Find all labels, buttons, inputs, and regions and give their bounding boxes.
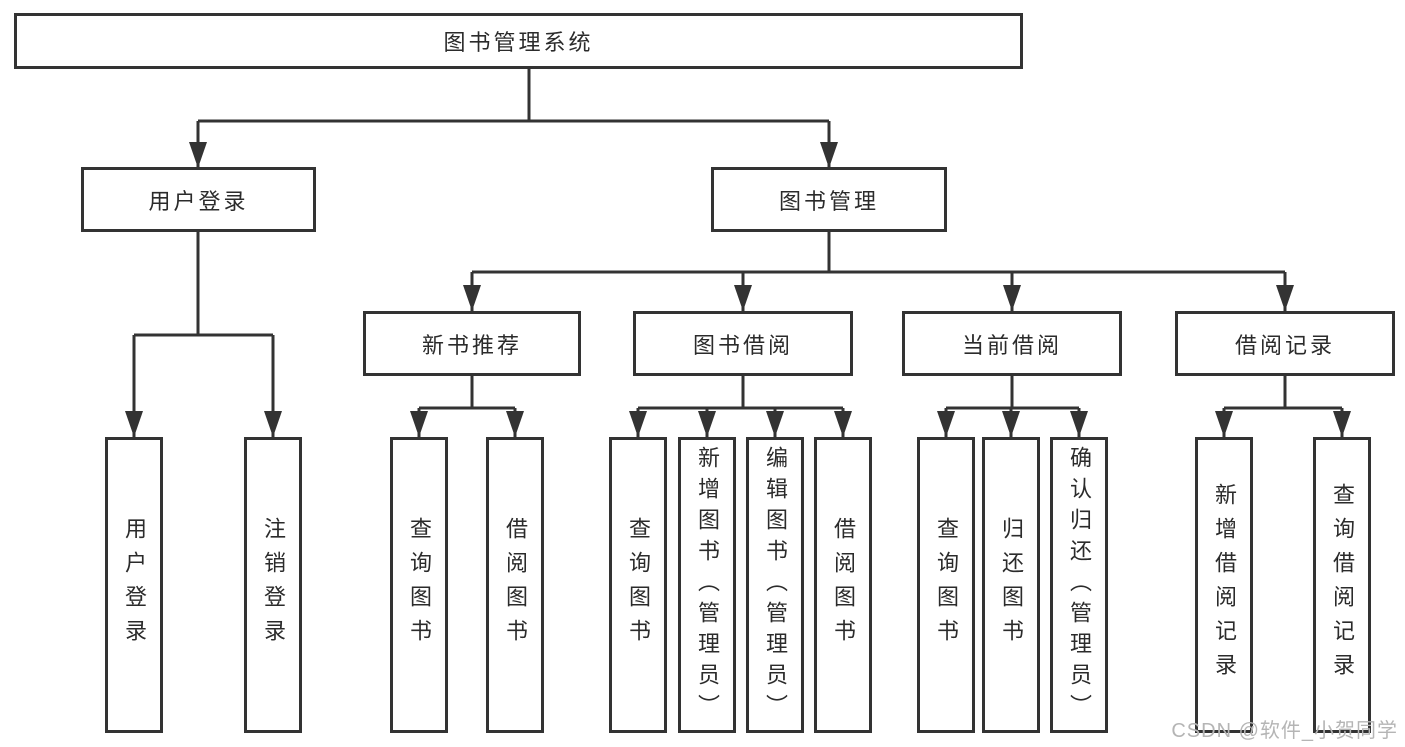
leaf-logout-label: 注销登录 [261,517,286,653]
leaf-bb-borrow-books-label: 借阅图书 [831,517,856,653]
leaf-cb-return-books-label: 归还图书 [999,517,1024,653]
leaf-bb-add-books-admin: 新增图书（管理员） [678,437,736,733]
leaf-nb-query-books: 查询图书 [390,437,448,733]
branch-user-login: 用户登录 [81,167,316,232]
leaf-cb-confirm-return-admin: 确认归还（管理员） [1050,437,1108,733]
branch-borrow-records: 借阅记录 [1175,311,1395,376]
leaf-bb-edit-books-admin-label: 编辑图书（管理员） [763,445,788,725]
leaf-bb-add-books-admin-label: 新增图书（管理员） [695,445,720,725]
leaf-bb-query-books-label: 查询图书 [626,517,651,653]
branch-book-management: 图书管理 [711,167,947,232]
leaf-br-add-record-label: 新增借阅记录 [1212,483,1237,687]
leaf-cb-query-books-label: 查询图书 [934,517,959,653]
leaf-cb-return-books: 归还图书 [982,437,1040,733]
leaf-br-query-record: 查询借阅记录 [1313,437,1371,733]
branch-current-borrowing: 当前借阅 [902,311,1122,376]
leaf-br-add-record: 新增借阅记录 [1195,437,1253,733]
leaf-logout: 注销登录 [244,437,302,733]
root-box: 图书管理系统 [14,13,1023,69]
leaf-nb-borrow-books: 借阅图书 [486,437,544,733]
leaf-bb-query-books: 查询图书 [609,437,667,733]
leaf-bb-borrow-books: 借阅图书 [814,437,872,733]
leaf-br-query-record-label: 查询借阅记录 [1330,483,1355,687]
leaf-user-login: 用户登录 [105,437,163,733]
branch-book-borrowing: 图书借阅 [633,311,853,376]
csdn-watermark: CSDN @软件_小贺同学 [1171,720,1398,742]
leaf-cb-query-books: 查询图书 [917,437,975,733]
leaf-user-login-label: 用户登录 [122,517,147,653]
leaf-cb-confirm-return-admin-label: 确认归还（管理员） [1067,445,1092,725]
leaf-nb-borrow-books-label: 借阅图书 [503,517,528,653]
branch-new-book-recommend: 新书推荐 [363,311,581,376]
leaf-nb-query-books-label: 查询图书 [407,517,432,653]
leaf-bb-edit-books-admin: 编辑图书（管理员） [746,437,804,733]
